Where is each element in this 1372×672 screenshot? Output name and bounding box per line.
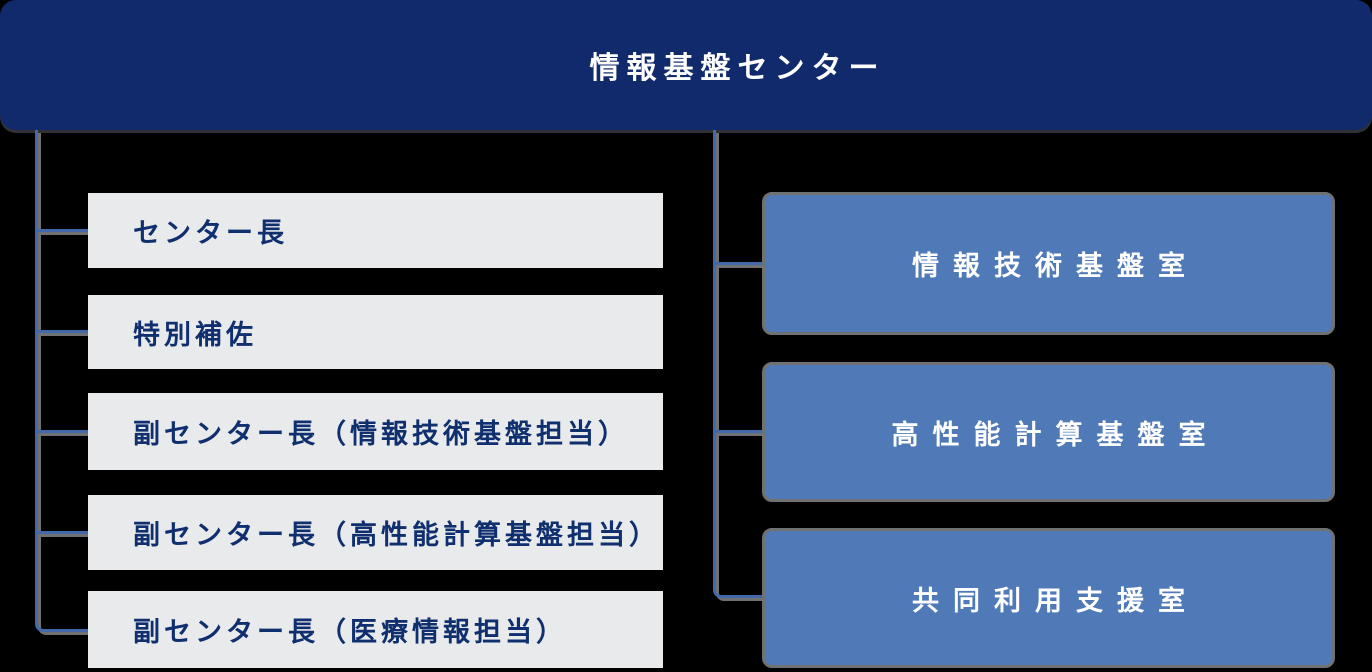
right-branch-line (713, 130, 762, 598)
position-box-special-assistant: 特別補佐 (88, 295, 663, 369)
office-box-it-infrastructure: 情報技術基盤室 (762, 192, 1335, 335)
connector-line (35, 229, 88, 232)
connector-line (713, 262, 762, 265)
office-label: 共同利用支援室 (912, 585, 1199, 616)
position-box-deputy-director-it: 副センター長（情報技術基盤担当） (88, 393, 663, 470)
office-label: 高性能計算基盤室 (891, 419, 1220, 450)
org-chart-title: 情報基盤センター (589, 52, 886, 85)
office-box-hpc-infrastructure: 高性能計算基盤室 (762, 362, 1335, 502)
position-label: 副センター長（医療情報担当） (133, 617, 567, 647)
position-label: 副センター長（情報技術基盤担当） (133, 419, 629, 449)
position-box-deputy-director-medical: 副センター長（医療情報担当） (88, 591, 663, 668)
position-label: センター長 (133, 218, 288, 248)
office-label: 情報技術基盤室 (912, 251, 1199, 281)
org-chart-root-box: 情報基盤センター (0, 0, 1372, 130)
office-box-shared-use-support: 共同利用支援室 (762, 528, 1335, 668)
left-branch-line (35, 130, 88, 632)
connector-line (713, 430, 762, 433)
position-box-deputy-director-hpc: 副センター長（高性能計算基盤担当） (88, 495, 663, 570)
connector-line (35, 531, 88, 534)
position-label: 副センター長（高性能計算基盤担当） (133, 520, 660, 550)
connector-line (35, 330, 88, 333)
position-box-center-director: センター長 (88, 193, 663, 268)
connector-line (35, 430, 88, 433)
position-label: 特別補佐 (133, 319, 257, 350)
